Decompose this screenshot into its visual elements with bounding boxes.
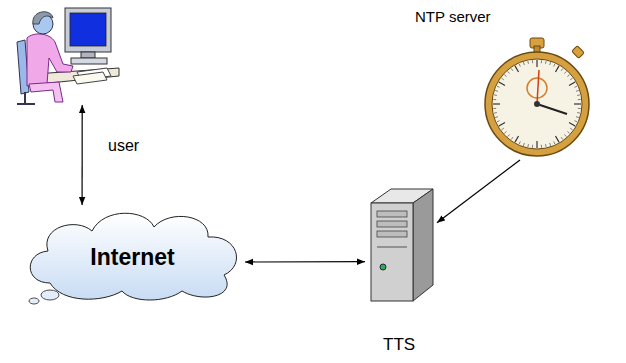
tts-server: TTS: [365, 185, 437, 303]
ntp-stopwatch: NTP server: [475, 32, 600, 160]
connector-arrow: [245, 261, 365, 262]
connector-arrow: [81, 105, 82, 205]
user-workstation: user: [15, 2, 120, 105]
cloud-label: Internet: [90, 244, 174, 270]
server-illustration: [365, 185, 437, 303]
node-label: NTP server: [415, 8, 491, 25]
node-label: user: [108, 137, 139, 155]
user-illustration: [15, 2, 120, 105]
node-label: TTS: [383, 335, 415, 355]
watch-illustration: [475, 32, 600, 160]
internet-cloud: Internet: [20, 205, 245, 305]
connector-arrow: [437, 160, 520, 223]
